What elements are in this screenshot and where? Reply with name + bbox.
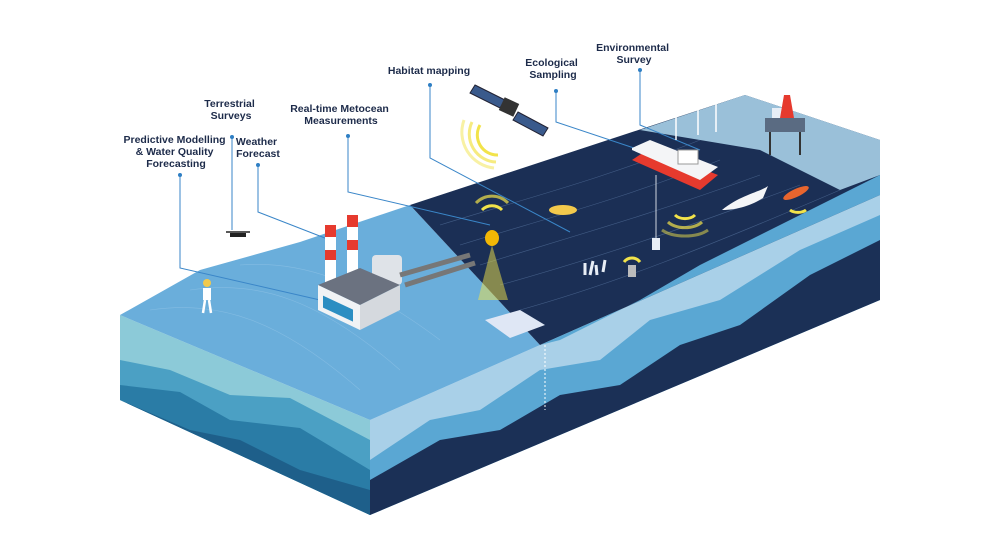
label-metocean-measurements: Real-time Metocean Measurements: [290, 103, 392, 127]
ocean-surface: [410, 95, 880, 345]
leader-lines: [178, 68, 701, 301]
front-right-face: [370, 195, 880, 515]
survey-vessel-icon: [632, 140, 718, 250]
corals-icon: [583, 259, 607, 276]
coastline: [540, 175, 880, 345]
shallow-water: [640, 95, 880, 190]
label-habitat-mapping: Habitat mapping: [388, 65, 470, 77]
label-weather-forecast: Weather Forecast: [236, 136, 280, 160]
oil-rig-icon: [765, 95, 805, 155]
sensor-signal-icon: [622, 256, 642, 277]
front-left-face: [120, 315, 370, 515]
label-predictive-modelling: Predictive Modelling & Water Quality For…: [123, 134, 228, 170]
label-ecological-sampling: Ecological Sampling: [525, 57, 580, 81]
metocean-buoy-icon: [474, 194, 510, 300]
satellite-icon: [460, 84, 549, 170]
autonomous-vehicle-icon: [549, 205, 577, 215]
sonar-signal-icon: [661, 213, 709, 238]
seabed-structure-icon: [485, 310, 545, 338]
glider-icon: [783, 186, 809, 214]
label-terrestrial-surveys: Terrestrial Surveys: [204, 98, 258, 122]
label-environmental-survey: Environmental Survey: [596, 42, 672, 66]
surveyor-person-icon: [201, 279, 213, 314]
drone-icon: [226, 231, 250, 237]
wind-turbines-icon: [667, 86, 724, 140]
factory-building-icon: [318, 215, 476, 330]
whale-icon: [722, 186, 768, 210]
